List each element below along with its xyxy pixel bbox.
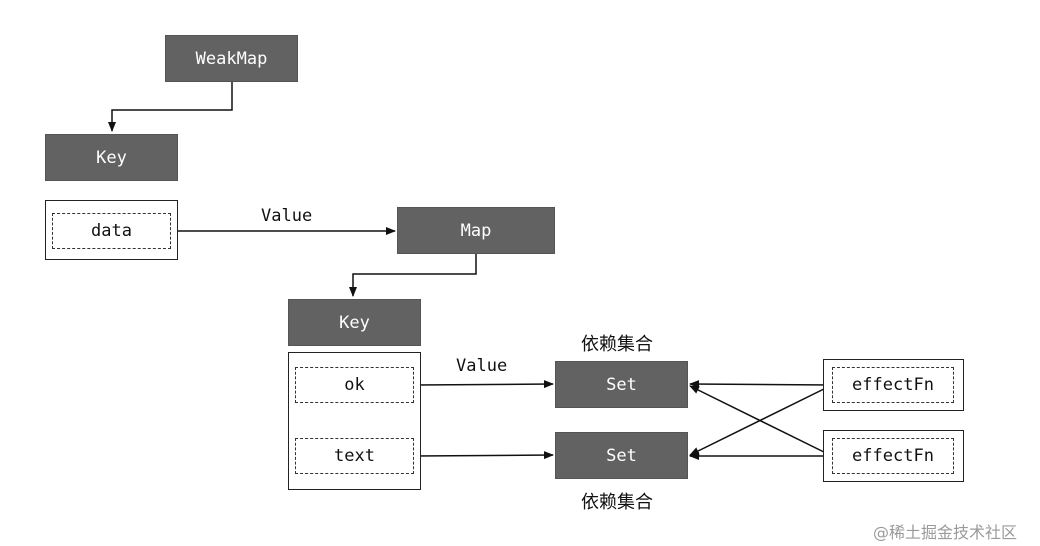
- set-box-top: Set: [555, 361, 688, 408]
- value-label-top: Value: [261, 206, 313, 226]
- data-key-frame: [45, 200, 178, 260]
- set-label-top: Set: [606, 374, 637, 395]
- arrow-effect-top-to-set-top: [689, 380, 833, 389]
- arrow-weakmap-to-key: [108, 82, 233, 132]
- map-label: Map: [460, 220, 492, 241]
- watermark: @稀土掘金技术社区: [873, 523, 1018, 542]
- key-box-bottom: Key: [288, 299, 421, 346]
- keys-frame: [288, 352, 421, 490]
- arrow-effect-top-to-set-bottom: [689, 384, 833, 456]
- weakmap-label: WeakMap: [195, 48, 268, 69]
- arrow-text-to-set: [414, 451, 554, 460]
- arrow-effect-bottom-to-set-top: [689, 385, 833, 457]
- data-key-label: data: [91, 221, 132, 241]
- effectfn-label-top: effectFn: [852, 375, 934, 395]
- effectfn-entry-bottom: effectFn: [832, 438, 954, 474]
- key-label-top: Key: [96, 147, 127, 168]
- set-label-bottom: Set: [606, 445, 637, 466]
- key-box-top: Key: [45, 134, 178, 181]
- dependency-set-label-top: 依赖集合: [581, 334, 653, 355]
- ok-key-entry: ok: [295, 367, 414, 403]
- value-label-bottom: Value: [456, 356, 508, 376]
- map-box: Map: [397, 207, 555, 254]
- key-label-bottom: Key: [339, 312, 370, 333]
- arrow-ok-to-set: [414, 380, 554, 389]
- dependency-set-label-bottom: 依赖集合: [581, 492, 653, 513]
- effectfn-label-bottom: effectFn: [852, 446, 934, 466]
- set-box-bottom: Set: [555, 432, 688, 479]
- weakmap-box: WeakMap: [165, 35, 298, 82]
- ok-key-label: ok: [344, 375, 365, 395]
- text-key-entry: text: [295, 438, 414, 474]
- data-key-entry: data: [52, 213, 171, 249]
- arrow-map-to-key: [349, 254, 477, 297]
- text-key-label: text: [334, 446, 375, 466]
- effectfn-entry-top: effectFn: [832, 367, 954, 403]
